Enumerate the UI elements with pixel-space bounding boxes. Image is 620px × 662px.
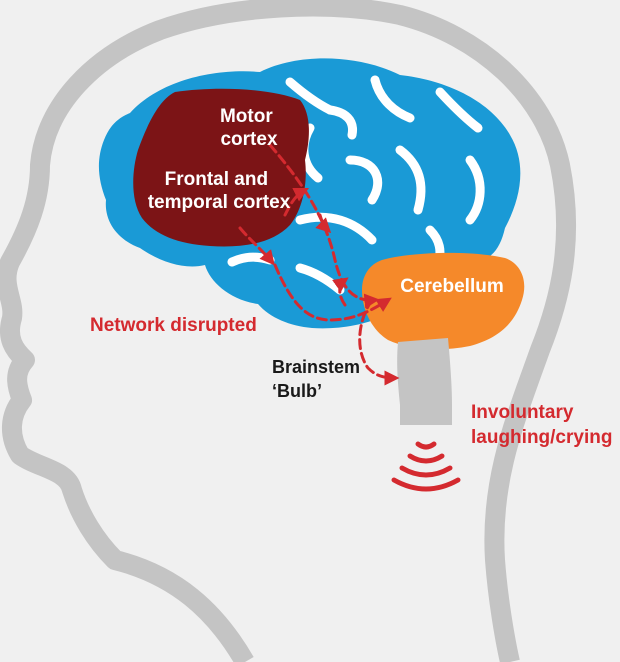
brainstem-shape — [397, 338, 452, 425]
frontal-temporal-cortex-label: Frontal and temporal cortex — [148, 169, 291, 213]
head-outline — [0, 0, 577, 662]
cerebellum-label: Cerebellum — [400, 276, 503, 297]
arrow-motor-to-temporal — [315, 213, 332, 234]
frontal-temporal-cortex-region — [133, 88, 309, 247]
network-arrows — [238, 143, 400, 386]
motor-cortex-label: Motor cortex — [220, 106, 278, 150]
brainstem-label: Brainstem ‘Bulb’ — [272, 357, 365, 401]
arrow-loop-to-cerebellum — [273, 263, 392, 322]
signal-waves-icon — [391, 441, 461, 492]
arrow-cortex-down — [238, 226, 275, 266]
arrow-cerebellum-to-brainstem — [358, 298, 400, 386]
network-disrupted-label: Network disrupted — [90, 315, 257, 336]
arrow-frontal-to-motor — [283, 187, 310, 217]
involuntary-label: Involuntary laughing/crying — [471, 402, 612, 448]
cerebellum-region — [362, 252, 525, 350]
arrow-motor-to-cerebellum — [268, 143, 380, 309]
arrow-up-to-cortex — [332, 277, 349, 307]
